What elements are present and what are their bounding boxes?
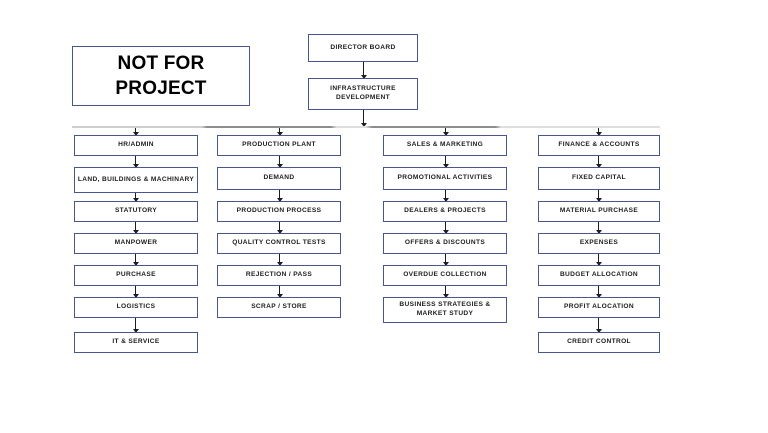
node-label: OVERDUE COLLECTION — [403, 271, 487, 279]
node-scrap-store[interactable]: SCRAP / STORE — [217, 297, 341, 318]
connector-c3-1 — [442, 156, 449, 168]
connector-c3-3 — [442, 222, 449, 234]
node-label: PROMOTIONAL ACTIVITIES — [397, 174, 493, 182]
node-material-purchase[interactable]: MATERIAL PURCHASE — [538, 201, 660, 222]
node-overdue-collection[interactable]: OVERDUE COLLECTION — [383, 265, 507, 286]
node-label: STATUTORY — [114, 207, 158, 215]
node-label: IT & SERVICE — [112, 338, 160, 346]
node-statutory[interactable]: STATUTORY — [74, 201, 198, 222]
node-credit-control[interactable]: CREDIT CONTROL — [538, 332, 660, 353]
node-fixed-capital[interactable]: FIXED CAPITAL — [538, 167, 660, 190]
node-label: FIXED CAPITAL — [572, 174, 626, 182]
node-label: PRODUCTION PROCESS — [236, 207, 322, 215]
node-label: QUALITY CONTROL TESTS — [232, 239, 326, 247]
connector-c4-1 — [595, 156, 602, 168]
node-logistics[interactable]: LOGISTICS — [74, 297, 198, 318]
connector-infrastructure-to-bar — [360, 110, 367, 127]
connector-c1-2 — [132, 193, 139, 202]
node-manpower[interactable]: MANPOWER — [74, 233, 198, 254]
connector-c4-2 — [595, 190, 602, 202]
node-label: CREDIT CONTROL — [567, 338, 631, 346]
node-label: INFRASTRUCTURE DEVELOPMENT — [330, 85, 396, 101]
not-for-project-banner: NOT FOR PROJECT — [72, 46, 250, 106]
node-it-service[interactable]: IT & SERVICE — [74, 332, 198, 353]
connector-c2-3 — [276, 222, 283, 234]
node-purchase[interactable]: PURCHASE — [74, 265, 198, 286]
connector-c2-5 — [276, 286, 283, 298]
connector-director-to-infrastructure — [360, 62, 367, 79]
connector-c3-5 — [442, 286, 449, 298]
node-business-strategies-market-study[interactable]: BUSINESS STRATEGIES & MARKET STUDY — [383, 297, 507, 323]
node-promotional-activities[interactable]: PROMOTIONAL ACTIVITIES — [383, 167, 507, 190]
node-infrastructure-development[interactable]: INFRASTRUCTURE DEVELOPMENT — [308, 78, 418, 110]
node-label: MANPOWER — [114, 239, 158, 247]
node-label: MATERIAL PURCHASE — [559, 207, 639, 215]
node-label: FINANCE & ACCOUNTS — [558, 141, 640, 149]
node-label: DEALERS & PROJECTS — [404, 207, 486, 215]
connector-c2-2 — [276, 190, 283, 202]
node-label: LAND, BUILDINGS & MACHINARY — [77, 175, 195, 183]
node-label: BUSINESS STRATEGIES & MARKET STUDY — [399, 301, 491, 317]
node-label: PRODUCTION PLANT — [242, 141, 316, 149]
node-sales-marketing[interactable]: SALES & MARKETING — [383, 135, 507, 156]
node-rejection-pass[interactable]: REJECTION / PASS — [217, 265, 341, 286]
node-label: SALES & MARKETING — [406, 141, 484, 149]
node-finance-accounts[interactable]: FINANCE & ACCOUNTS — [538, 135, 660, 156]
node-quality-control-tests[interactable]: QUALITY CONTROL TESTS — [217, 233, 341, 254]
connector-bar-to-finance-accounts — [595, 128, 602, 136]
node-label: REJECTION / PASS — [245, 271, 313, 279]
node-profit-alocation[interactable]: PROFIT ALOCATION — [538, 297, 660, 318]
connector-c1-5 — [132, 286, 139, 298]
connector-bar-to-sales-marketing — [442, 128, 449, 136]
node-director-board[interactable]: DIRECTOR BOARD — [308, 34, 418, 62]
node-label: OFFERS & DISCOUNTS — [404, 239, 486, 247]
node-demand[interactable]: DEMAND — [217, 167, 341, 190]
node-label: HR/ADMIN — [118, 141, 154, 149]
connector-c1-4 — [132, 254, 139, 266]
node-offers-discounts[interactable]: OFFERS & DISCOUNTS — [383, 233, 507, 254]
banner-line-2: PROJECT — [115, 78, 207, 99]
node-production-process[interactable]: PRODUCTION PROCESS — [217, 201, 341, 222]
distribution-bar — [72, 126, 660, 128]
node-label: DEMAND — [263, 174, 295, 182]
node-label: PROFIT ALOCATION — [563, 303, 635, 311]
node-production-plant[interactable]: PRODUCTION PLANT — [217, 135, 341, 156]
connector-c1-6 — [132, 318, 139, 333]
connector-bar-to-hr-admin — [132, 128, 139, 136]
connector-c4-3 — [595, 222, 602, 234]
node-label: BUDGET ALLOCATION — [559, 271, 639, 279]
connector-c4-5 — [595, 286, 602, 298]
connector-c1-3 — [132, 222, 139, 234]
node-budget-allocation[interactable]: BUDGET ALLOCATION — [538, 265, 660, 286]
connector-bar-to-production-plant — [276, 128, 283, 136]
node-expenses[interactable]: EXPENSES — [538, 233, 660, 254]
node-hr-admin[interactable]: HR/ADMIN — [74, 135, 198, 156]
node-label: SCRAP / STORE — [251, 303, 307, 311]
connector-c2-1 — [276, 156, 283, 168]
connector-c3-4 — [442, 254, 449, 266]
banner-line-1: NOT FOR — [117, 52, 205, 74]
node-dealers-projects[interactable]: DEALERS & PROJECTS — [383, 201, 507, 222]
connector-c2-4 — [276, 254, 283, 266]
node-label: PURCHASE — [116, 271, 156, 279]
connector-c1-1 — [132, 156, 139, 168]
node-label: EXPENSES — [579, 239, 619, 247]
connector-c4-6 — [595, 318, 602, 333]
node-label: DIRECTOR BOARD — [330, 43, 396, 51]
node-label: LOGISTICS — [116, 303, 156, 311]
connector-c4-4 — [595, 254, 602, 266]
connector-c3-2 — [442, 190, 449, 202]
node-land-buildings-machinary[interactable]: LAND, BUILDINGS & MACHINARY — [74, 167, 198, 193]
